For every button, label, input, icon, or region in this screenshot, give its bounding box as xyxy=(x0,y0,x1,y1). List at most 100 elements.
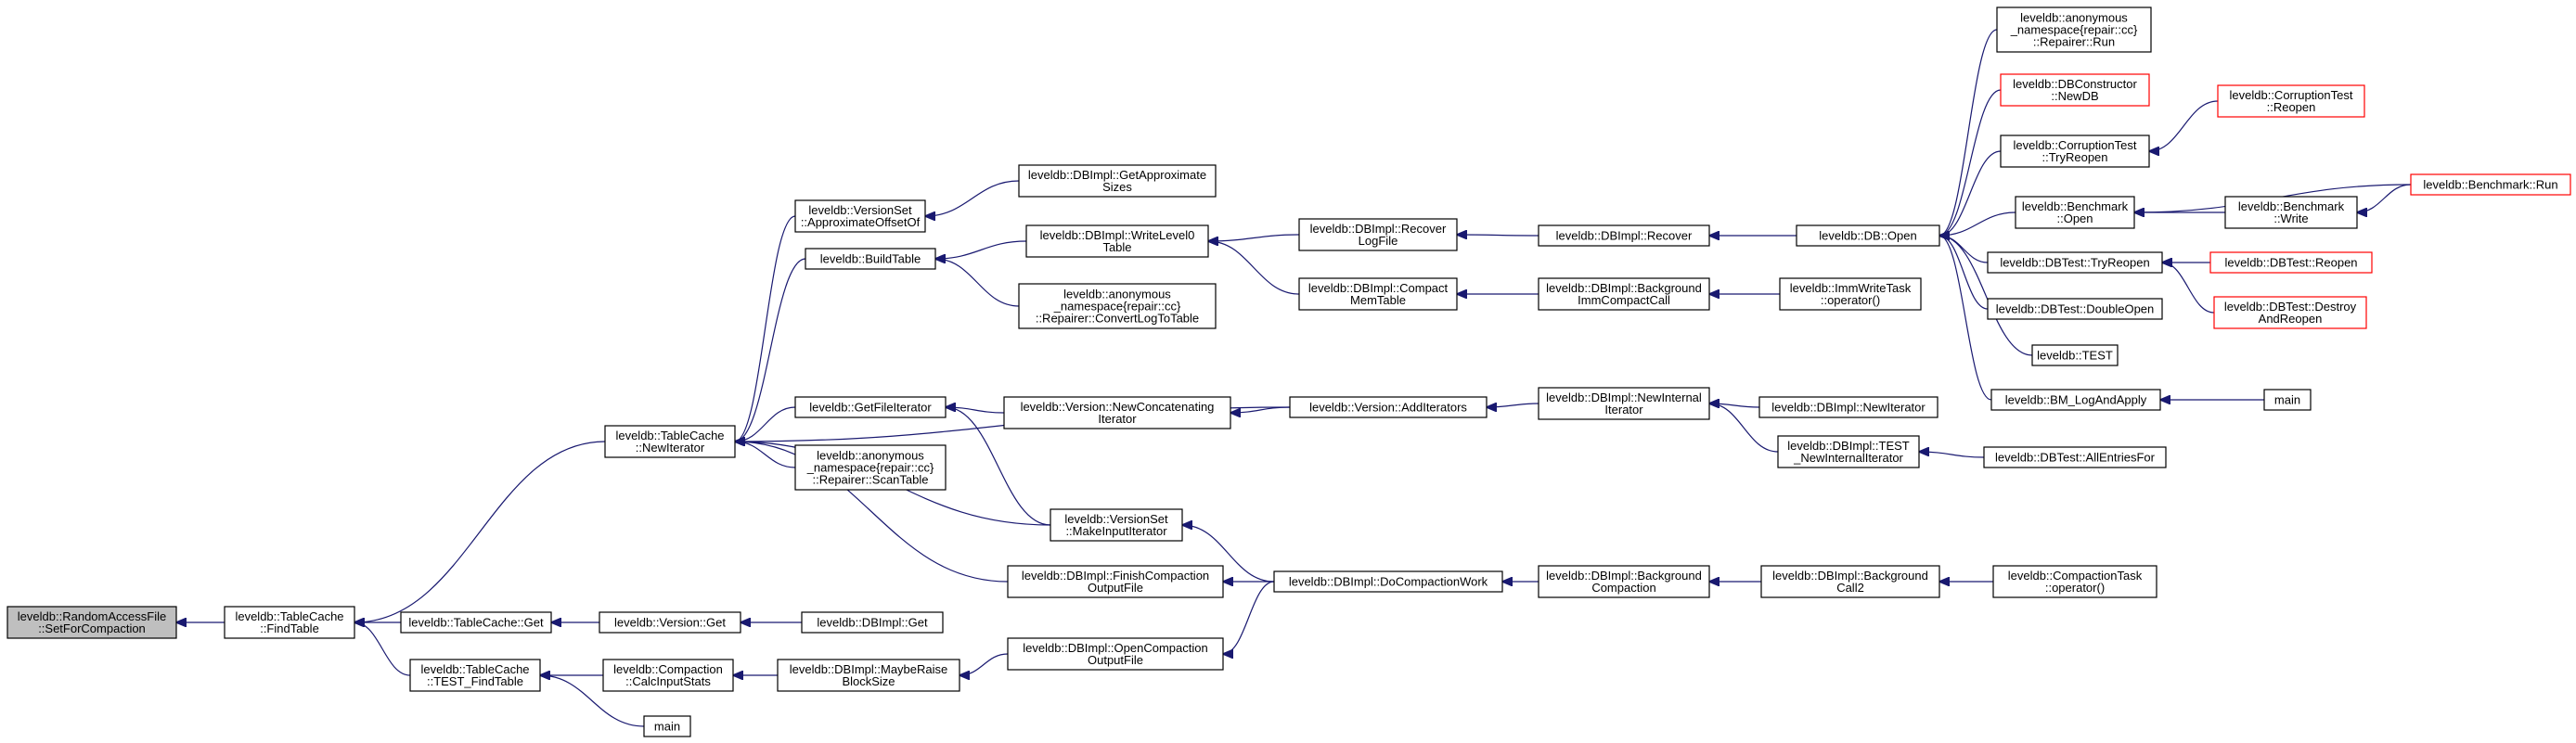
graph-node[interactable]: leveldb::VersionSet::MakeInputIterator xyxy=(1050,508,1183,542)
node-box xyxy=(1987,251,2163,274)
node-label: leveldb::DBImpl::MaybeRaise xyxy=(790,662,948,676)
graph-node[interactable]: leveldb::Version::Get xyxy=(599,611,741,634)
node-label: leveldb::DBTest::AllEntriesFor xyxy=(1995,451,2156,465)
node-label: leveldb::Version::NewConcatenating xyxy=(1021,400,1215,414)
node-layer: leveldb::RandomAccessFile::SetForCompact… xyxy=(6,6,2571,737)
node-label: ::SetForCompaction xyxy=(38,621,146,635)
graph-node[interactable]: leveldb::GetFileIterator xyxy=(794,396,947,418)
graph-node[interactable]: leveldb::VersionSet::ApproximateOffsetOf xyxy=(794,199,926,233)
graph-node[interactable]: leveldb::anonymous_namespace{repair::cc}… xyxy=(1018,283,1217,329)
graph-node[interactable]: leveldb::DBTest::Reopen xyxy=(2209,251,2373,274)
graph-node[interactable]: main xyxy=(643,715,691,737)
node-box xyxy=(805,248,936,270)
graph-node[interactable]: leveldb::TableCache::Get xyxy=(400,611,552,634)
node-label: leveldb::DBTest::DoubleOpen xyxy=(1996,302,2155,316)
node-box xyxy=(2213,296,2367,329)
node-label: leveldb::TableCache xyxy=(420,662,529,676)
graph-node[interactable]: leveldb::CompactionTask::operator() xyxy=(1992,565,2157,598)
call-edge xyxy=(1939,89,2002,236)
graph-node[interactable]: leveldb::DBTest::TryReopen xyxy=(1987,251,2163,274)
node-box xyxy=(1987,298,2163,320)
graph-node[interactable]: leveldb::BM_LogAndApply xyxy=(1990,389,2161,411)
graph-node[interactable]: leveldb::TableCache::NewIterator xyxy=(604,425,736,458)
graph-node[interactable]: leveldb::DBImpl::OpenCompactionOutputFil… xyxy=(1007,637,1224,671)
call-edge xyxy=(1208,234,1300,241)
graph-node[interactable]: leveldb::CorruptionTest::TryReopen xyxy=(2000,135,2150,168)
node-label: OutputFile xyxy=(1088,581,1143,595)
graph-node[interactable]: leveldb::ImmWriteTask::operator() xyxy=(1779,277,1922,311)
node-label: leveldb::Benchmark xyxy=(2022,199,2129,213)
call-edge xyxy=(935,259,1020,307)
node-label: ::Repairer::ConvertLogToTable xyxy=(1036,312,1199,326)
graph-node[interactable]: leveldb::DBImpl::TEST_NewInternalIterato… xyxy=(1777,435,1920,468)
graph-node[interactable]: leveldb::Benchmark::Run xyxy=(2410,173,2571,196)
graph-node[interactable]: leveldb::Compaction::CalcInputStats xyxy=(602,659,734,692)
node-label: Table xyxy=(1102,240,1131,254)
graph-node[interactable]: leveldb::DBImpl::Recover xyxy=(1538,224,1710,247)
call-edge xyxy=(925,180,1020,216)
graph-node[interactable]: leveldb::RandomAccessFile::SetForCompact… xyxy=(6,606,177,639)
graph-node[interactable]: leveldb::DBImpl::BackgroundImmCompactCal… xyxy=(1538,277,1710,311)
node-label: Iterator xyxy=(1604,403,1643,416)
node-box xyxy=(1990,389,2161,411)
graph-node[interactable]: leveldb::DBImpl::DoCompactionWork xyxy=(1273,570,1503,593)
node-box xyxy=(1779,277,1922,311)
graph-node[interactable]: main xyxy=(2263,389,2312,411)
node-label: leveldb::DBImpl::Recover xyxy=(1310,222,1447,236)
call-edge xyxy=(1919,452,1985,458)
node-label: BlockSize xyxy=(842,674,895,688)
node-box xyxy=(1007,565,1224,598)
call-edge xyxy=(1230,406,1291,413)
node-box xyxy=(1273,570,1503,593)
node-label: leveldb::GetFileIterator xyxy=(809,401,932,415)
graph-node[interactable]: leveldb::Benchmark::Write xyxy=(2224,196,2358,229)
graph-node[interactable]: leveldb::DBImpl::Get xyxy=(801,611,944,634)
node-label: ::MakeInputIterator xyxy=(1065,524,1167,538)
node-label: ::Repairer::ScanTable xyxy=(812,473,928,487)
node-box xyxy=(794,444,947,491)
node-box xyxy=(409,659,541,692)
node-box xyxy=(604,425,736,458)
graph-node[interactable]: leveldb::DBTest::DoubleOpen xyxy=(1987,298,2163,320)
node-box xyxy=(2209,251,2373,274)
graph-node[interactable]: leveldb::Benchmark::Open xyxy=(2015,196,2135,229)
graph-node[interactable]: leveldb::Version::NewConcatenatingIterat… xyxy=(1003,396,1231,429)
graph-node[interactable]: leveldb::DBImpl::FinishCompactionOutputF… xyxy=(1007,565,1224,598)
graph-node[interactable]: leveldb::CorruptionTest::Reopen xyxy=(2217,84,2365,118)
graph-node[interactable]: leveldb::BuildTable xyxy=(805,248,936,270)
graph-node[interactable]: leveldb::DBImpl::NewIterator xyxy=(1758,396,1938,418)
graph-node[interactable]: leveldb::DB::Open xyxy=(1796,224,1940,247)
graph-node[interactable]: leveldb::DBTest::AllEntriesFor xyxy=(1983,446,2167,468)
graph-node[interactable]: leveldb::DBImpl::NewInternalIterator xyxy=(1538,387,1710,420)
graph-node[interactable]: leveldb::DBConstructor::NewDB xyxy=(2000,73,2150,107)
node-box xyxy=(602,659,734,692)
node-box xyxy=(1025,224,1209,258)
node-label: leveldb::RandomAccessFile xyxy=(18,609,166,623)
node-label: leveldb::DBImpl::Background xyxy=(1546,281,1702,295)
node-box xyxy=(2000,135,2150,168)
graph-node[interactable]: leveldb::Version::AddIterators xyxy=(1289,396,1488,418)
node-label: leveldb::DBTest::Destroy xyxy=(2224,300,2357,314)
call-edge xyxy=(946,407,1005,414)
graph-node[interactable]: leveldb::TEST xyxy=(2031,344,2119,366)
graph-node[interactable]: leveldb::anonymous_namespace{repair::cc}… xyxy=(1996,6,2152,53)
node-label: leveldb::anonymous xyxy=(817,449,924,463)
node-box xyxy=(2015,196,2135,229)
graph-node[interactable]: leveldb::TableCache::FindTable xyxy=(224,606,355,639)
call-edge xyxy=(540,675,645,727)
node-label: leveldb::DBImpl::NewIterator xyxy=(1771,401,1926,415)
node-label: leveldb::VersionSet xyxy=(1064,512,1168,526)
graph-node[interactable]: leveldb::anonymous_namespace{repair::cc}… xyxy=(794,444,947,491)
node-label: leveldb::Benchmark xyxy=(2238,199,2345,213)
graph-node[interactable]: leveldb::TableCache::TEST_FindTable xyxy=(409,659,541,692)
call-edge xyxy=(1208,241,1300,295)
